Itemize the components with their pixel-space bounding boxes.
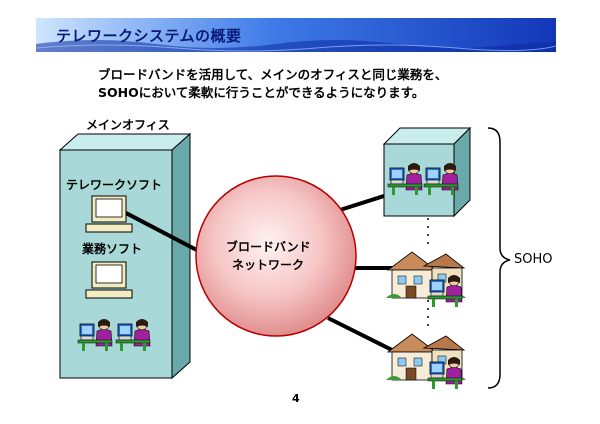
connection-line-soho-bottom [327,316,393,352]
main-office-label: メインオフィス [86,118,170,132]
intro-line-2: SOHOにおいて柔軟に行うことができるようになります。 [98,85,425,100]
soho-bracket [487,127,511,389]
connection-line-soho-top [339,194,385,212]
page-number: 4 [292,392,300,405]
main-office-building [58,132,192,380]
business-soft-label: 業務ソフト [82,242,143,256]
soho-label: SOHO [514,252,553,267]
page-title: テレワークシステムの概要 [56,27,242,45]
network-label-line2: ネットワーク [232,258,305,272]
intro-text: ブロードバンドを活用して、メインのオフィスと同じ業務を、 SOHOにおいて柔軟に… [98,66,518,102]
title-bar [36,18,556,52]
broadband-network-ellipse [195,175,357,337]
telework-soft-label: テレワークソフト [66,178,163,192]
computer-icon [85,255,133,299]
intro-line-1: ブロードバンドを活用して、メインのオフィスと同じ業務を、 [98,67,448,82]
computer-icon [85,189,133,233]
network-label-line1: ブロードバンド [226,240,311,254]
